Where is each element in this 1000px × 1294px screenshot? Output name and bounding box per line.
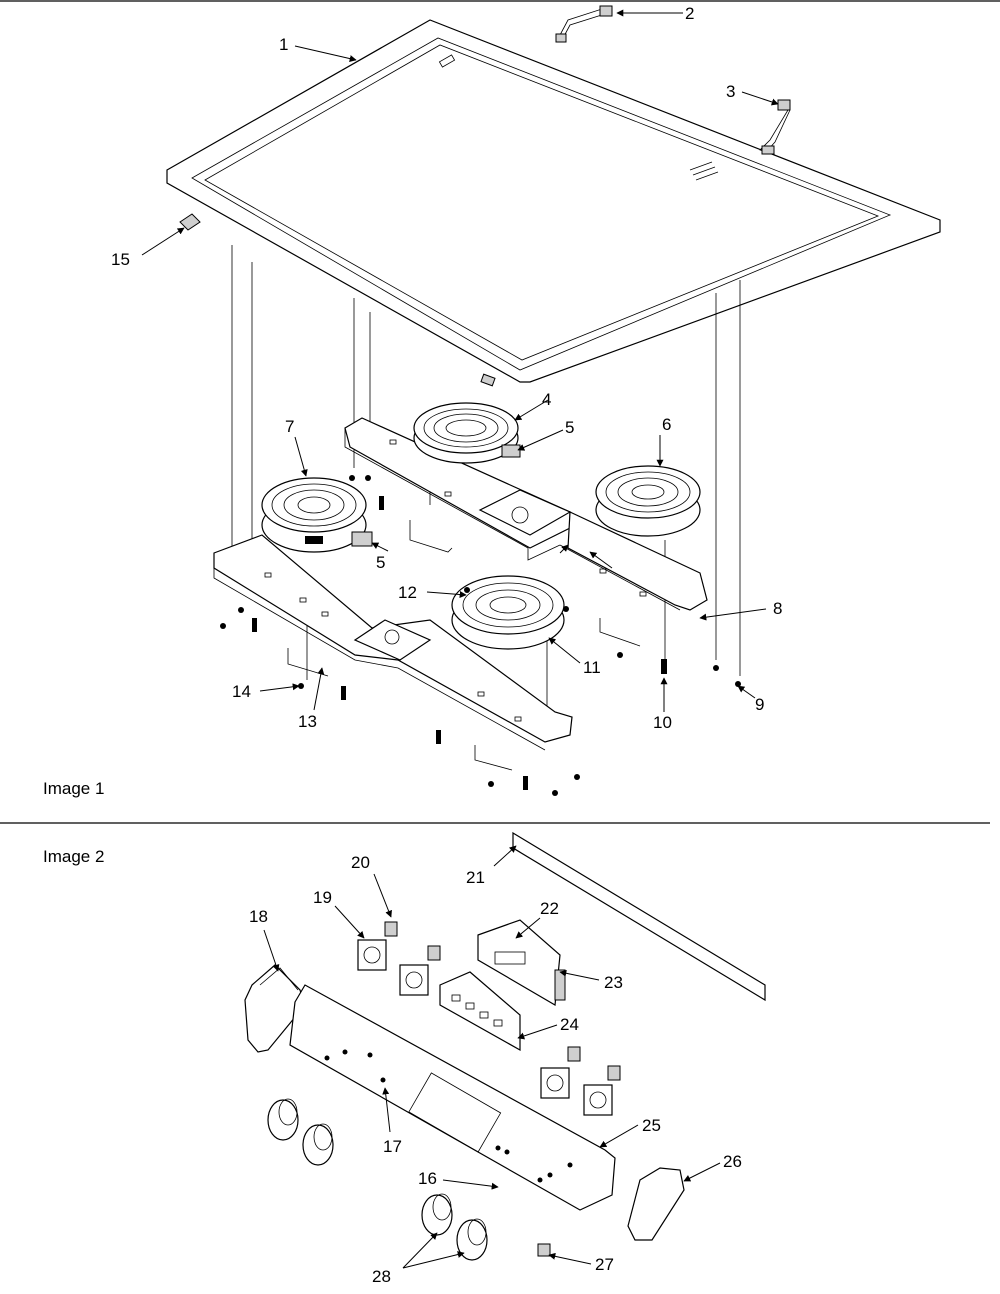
surface-element-4 bbox=[413, 402, 521, 464]
caption-image-1: Image 1 bbox=[43, 779, 104, 798]
cooktop-glass-top bbox=[166, 19, 941, 387]
switch-housing-4 bbox=[583, 1084, 613, 1116]
caption-image-2: Image 2 bbox=[43, 847, 104, 866]
callout-20: 20 bbox=[351, 853, 370, 872]
knob-left-2 bbox=[302, 1123, 334, 1166]
leader-lines bbox=[141, 9, 779, 1269]
callout-7: 7 bbox=[285, 417, 294, 436]
membrane-switch-24 bbox=[439, 971, 521, 1052]
callout-17: 17 bbox=[383, 1137, 402, 1156]
callout-13: 13 bbox=[298, 712, 317, 731]
rear-burner-support bbox=[344, 417, 708, 647]
clip-15 bbox=[179, 213, 201, 231]
knob-28-a bbox=[421, 1193, 453, 1236]
switch-housing-2 bbox=[399, 964, 429, 996]
callout-28: 28 bbox=[372, 1267, 391, 1286]
top-hinge-bracket-right bbox=[759, 99, 791, 156]
callout-9: 9 bbox=[755, 695, 764, 714]
callout-18: 18 bbox=[249, 907, 268, 926]
callout-8: 8 bbox=[773, 599, 782, 618]
callout-21: 21 bbox=[466, 868, 485, 887]
indicator-light-20 bbox=[384, 921, 621, 1081]
callout-labels: 1 2 3 4 5 6 7 5 8 9 10 11 12 13 14 15 16… bbox=[111, 4, 782, 1286]
callout-4: 4 bbox=[542, 390, 551, 409]
knob-28-b bbox=[456, 1218, 488, 1261]
end-cap-18 bbox=[244, 964, 306, 1053]
callout-6: 6 bbox=[662, 415, 671, 434]
callout-11: 11 bbox=[583, 658, 601, 677]
callout-27: 27 bbox=[595, 1255, 614, 1274]
callout-14: 14 bbox=[232, 682, 251, 701]
screws-image1 bbox=[220, 475, 741, 796]
callout-24: 24 bbox=[560, 1015, 579, 1034]
callout-15: 15 bbox=[111, 250, 130, 269]
end-cap-26 bbox=[627, 1167, 685, 1241]
control-panel-25 bbox=[289, 984, 616, 1211]
switch-19 bbox=[357, 939, 387, 971]
switch-housing-3 bbox=[540, 1067, 570, 1099]
callout-26: 26 bbox=[723, 1152, 742, 1171]
front-burner-support bbox=[213, 534, 573, 771]
callout-10: 10 bbox=[653, 713, 672, 732]
surface-element-11 bbox=[451, 575, 565, 650]
callout-19: 19 bbox=[313, 888, 332, 907]
callout-22: 22 bbox=[540, 899, 559, 918]
clip-27 bbox=[537, 1243, 551, 1257]
callout-3: 3 bbox=[726, 82, 735, 101]
callout-1: 1 bbox=[279, 35, 288, 54]
callout-23: 23 bbox=[604, 973, 623, 992]
surface-element-7 bbox=[261, 477, 373, 553]
callout-2: 2 bbox=[685, 4, 694, 23]
knob-left-1 bbox=[267, 1098, 299, 1141]
control-board-22 bbox=[477, 919, 566, 1006]
surface-element-6 bbox=[595, 465, 701, 537]
callout-12: 12 bbox=[398, 583, 417, 602]
callout-16: 16 bbox=[418, 1169, 437, 1188]
callout-25: 25 bbox=[642, 1116, 661, 1135]
top-hinge-bracket-left bbox=[555, 5, 613, 43]
callout-5a: 5 bbox=[565, 418, 574, 437]
callout-5b: 5 bbox=[376, 553, 385, 572]
